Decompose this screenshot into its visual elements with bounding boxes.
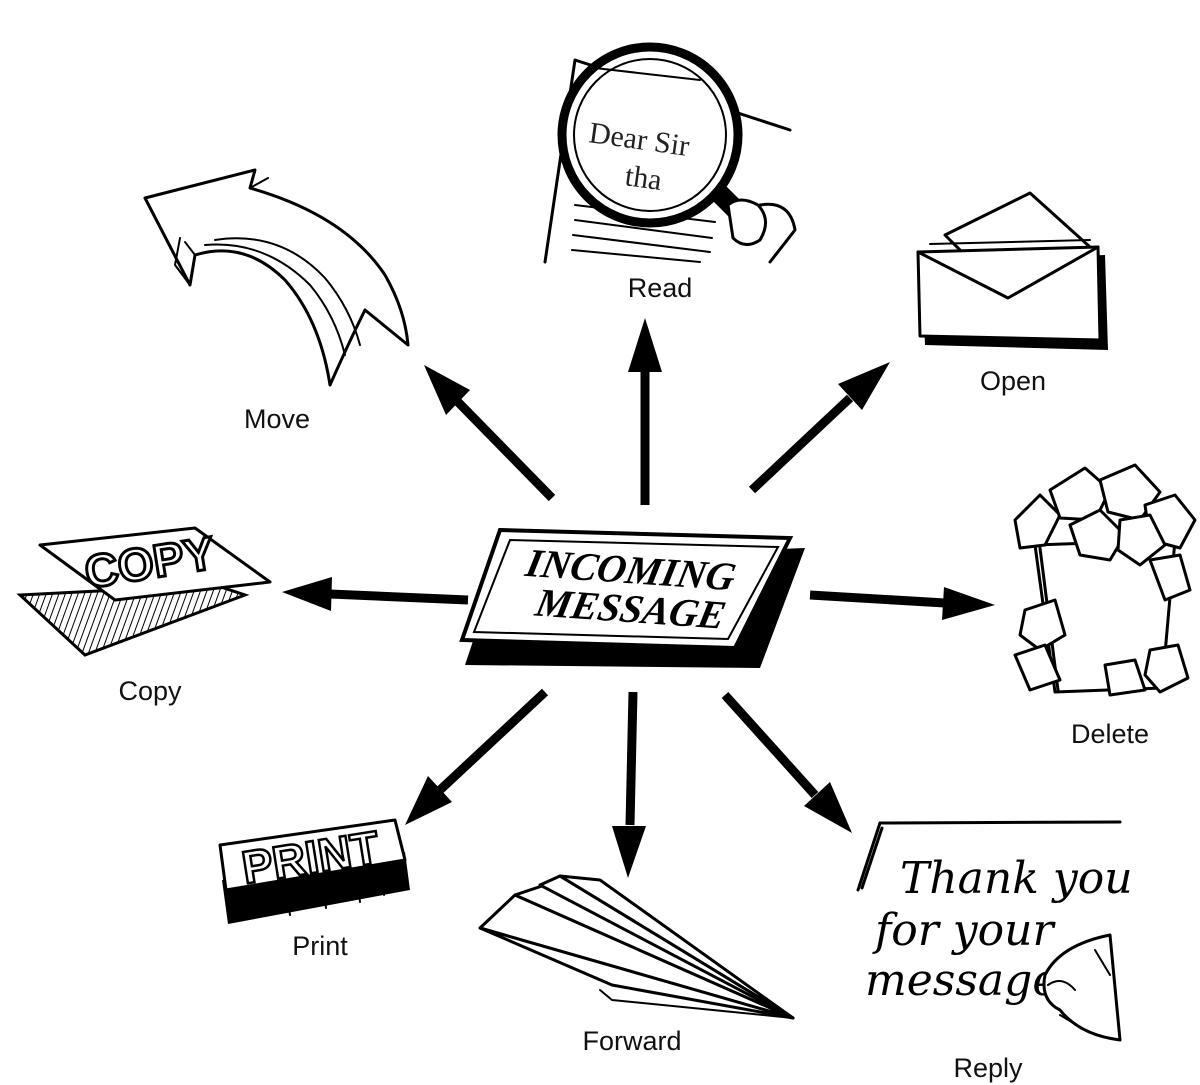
- reply-note-line-2: for your: [872, 905, 1056, 956]
- label-open: Open: [980, 366, 1046, 396]
- arrow-to-move: [424, 365, 556, 502]
- label-read: Read: [628, 273, 693, 303]
- arrow-to-forward: [612, 691, 646, 878]
- copy-sheets-icon: COPY: [16, 525, 272, 657]
- label-move: Move: [244, 404, 310, 434]
- curved-arrow-icon: [143, 168, 410, 387]
- reply-note-line-1: Thank you: [900, 853, 1133, 904]
- arrow-to-reply: [721, 691, 852, 833]
- arrow-to-print: [405, 688, 549, 825]
- arrows: [282, 318, 995, 878]
- arrow-to-delete: [809, 587, 995, 620]
- arrow-to-read: [628, 318, 662, 505]
- label-copy: Copy: [118, 676, 182, 706]
- magnifying-glass-icon: Dear Sir tha: [543, 42, 797, 264]
- handwritten-note-icon: Thank you for your message: [856, 820, 1133, 1042]
- label-print: Print: [292, 931, 348, 961]
- letter-line-2: tha: [623, 159, 664, 197]
- label-forward: Forward: [582, 1026, 681, 1056]
- arrow-to-copy: [282, 577, 469, 611]
- label-reply: Reply: [953, 1053, 1023, 1083]
- incoming-message-node: INCOMING MESSAGE: [459, 527, 805, 668]
- arrow-to-open: [748, 362, 890, 494]
- paper-plane-icon: [478, 874, 795, 1020]
- open-envelope-icon: [916, 191, 1108, 350]
- wastebasket-icon: [1013, 463, 1197, 697]
- reply-note-line-3: message: [865, 955, 1058, 1006]
- label-delete: Delete: [1071, 719, 1149, 749]
- rubber-stamp-icon: PRINT: [218, 818, 410, 924]
